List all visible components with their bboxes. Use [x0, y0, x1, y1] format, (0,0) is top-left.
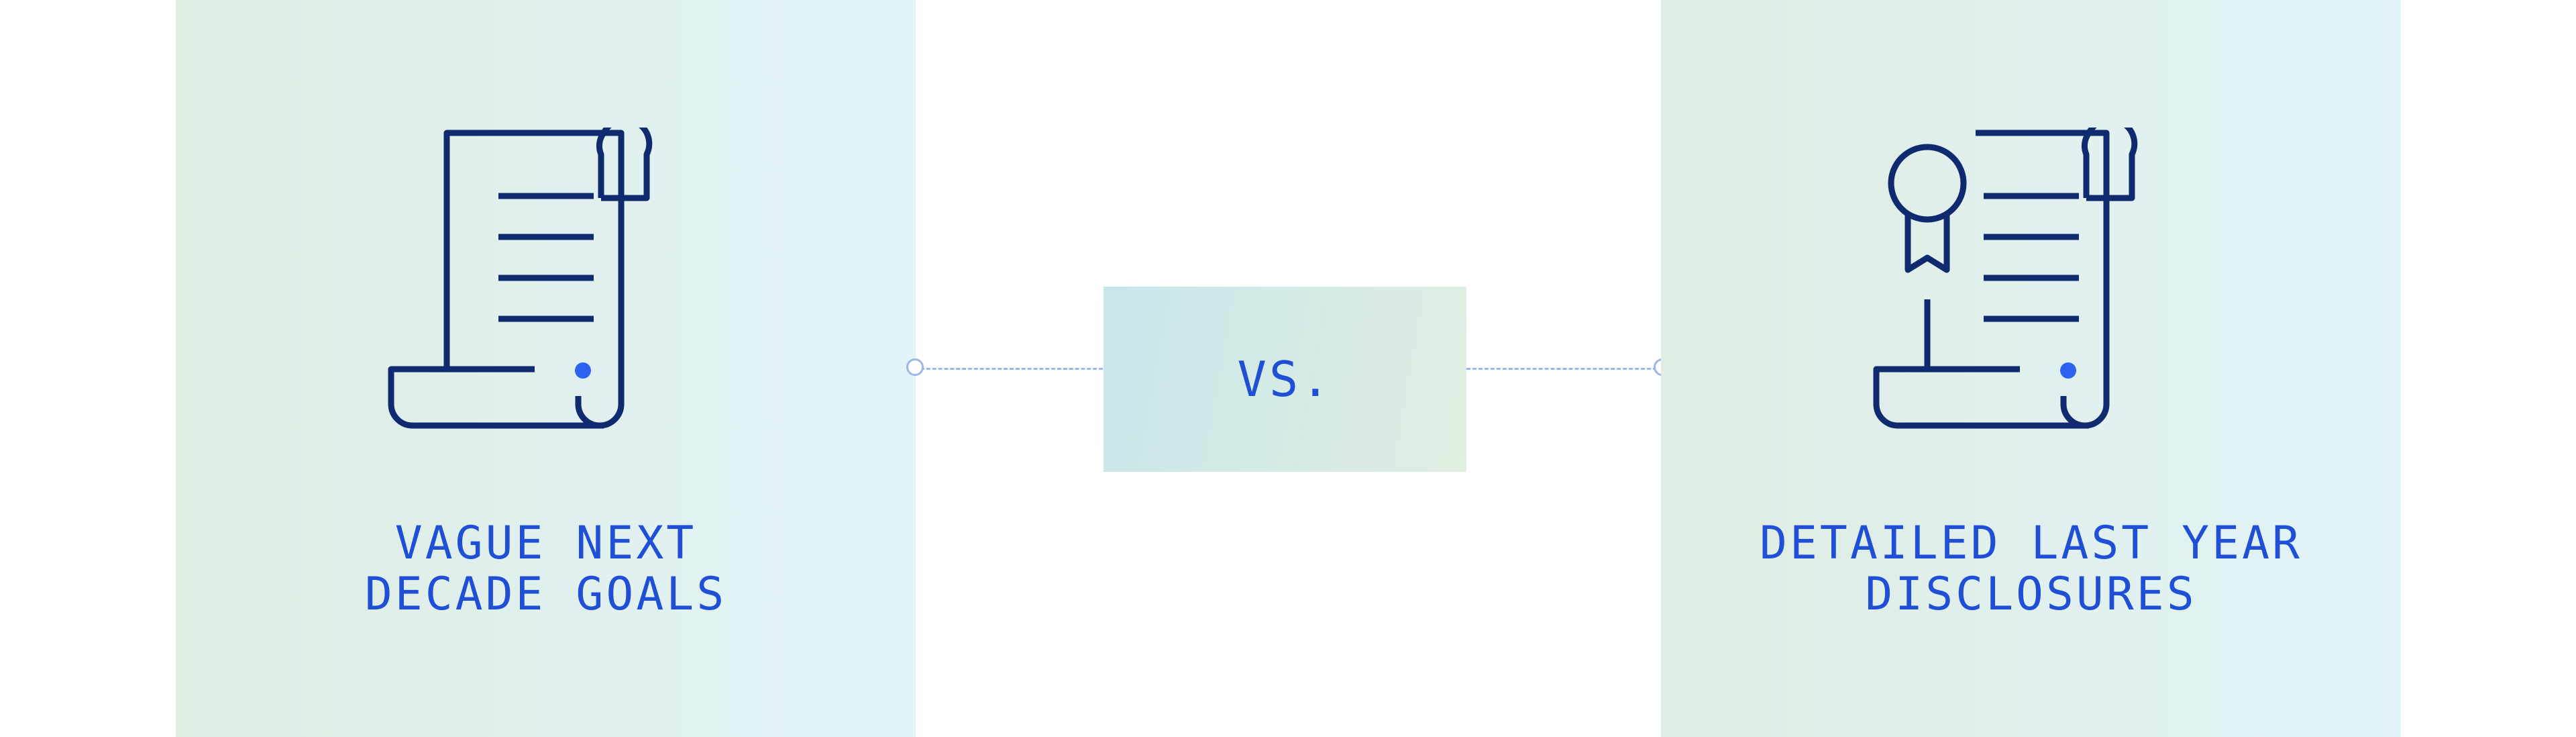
vs-box: VS.: [1104, 287, 1466, 472]
left-caption-line-2: DECADE GOALS: [364, 568, 727, 621]
right-connector-line: [1466, 368, 1657, 370]
scroll-document-icon: [388, 128, 653, 429]
vs-label: VS.: [1237, 351, 1333, 407]
left-caption: VAGUE NEXT DECADE GOALS: [176, 518, 916, 620]
certificate-scroll-icon: [1873, 128, 2138, 429]
left-panel: VAGUE NEXT DECADE GOALS: [176, 0, 916, 737]
right-caption-line-1: DETAILED LAST YEAR: [1760, 517, 2302, 570]
left-connector-line: [920, 368, 1103, 370]
right-panel: DETAILED LAST YEAR DISCLOSURES: [1661, 0, 2401, 737]
right-caption-line-2: DISCLOSURES: [1865, 568, 2197, 621]
left-caption-line-1: VAGUE NEXT: [394, 517, 697, 570]
right-caption: DETAILED LAST YEAR DISCLOSURES: [1661, 518, 2401, 620]
left-connector-node: [906, 358, 924, 376]
